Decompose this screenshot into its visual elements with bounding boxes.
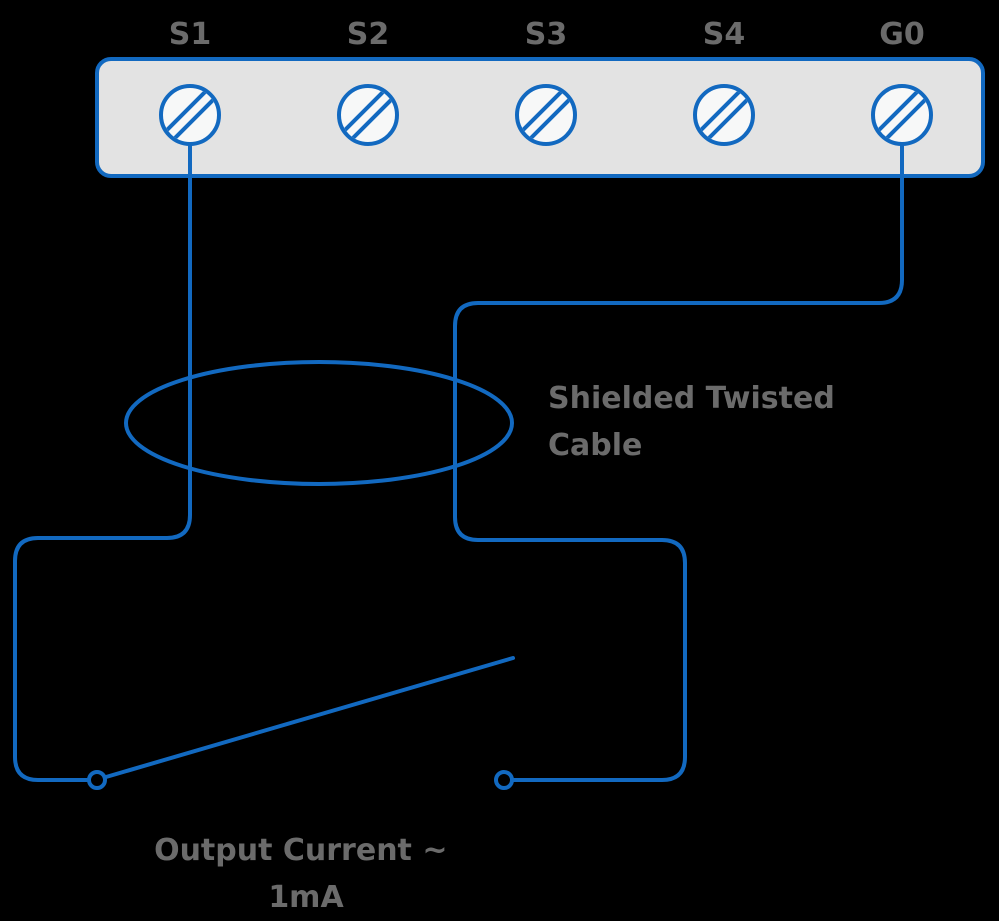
- shielded-cable-wrap-icon: [124, 360, 514, 486]
- annotation-line: Cable: [548, 428, 642, 463]
- terminal-screw-s1[interactable]: [159, 84, 221, 146]
- annotation-shielded-twisted-cable: Shielded Twisted Cable: [548, 381, 845, 463]
- sensor-wiper-arm: [104, 656, 515, 779]
- annotation-line: Output Current ~: [154, 833, 447, 868]
- terminal-label-s3: S3: [525, 17, 567, 52]
- terminal-screw-s2[interactable]: [337, 84, 399, 146]
- annotation-line: Shielded Twisted: [548, 381, 835, 416]
- annotation-line: 1mA: [268, 880, 344, 915]
- terminal-screw-s4[interactable]: [693, 84, 755, 146]
- terminal-label-s1: S1: [169, 17, 211, 52]
- sensor-left-terminal[interactable]: [87, 770, 107, 790]
- sensor-symbol: [87, 656, 515, 790]
- terminal-label-g0: G0: [879, 17, 925, 52]
- terminal-label-s2: S2: [347, 17, 389, 52]
- terminal-label-s4: S4: [703, 17, 745, 52]
- wire-s1-to-sensor: [13, 144, 192, 782]
- annotation-output-current: Output Current ~ 1mA: [154, 833, 458, 915]
- terminal-screw-g0[interactable]: [871, 84, 933, 146]
- terminal-screws: [159, 84, 933, 146]
- wire-g0-to-sensor: [453, 144, 904, 782]
- sensor-right-terminal[interactable]: [494, 770, 514, 790]
- wire-group: [13, 144, 904, 782]
- terminal-screw-s3[interactable]: [515, 84, 577, 146]
